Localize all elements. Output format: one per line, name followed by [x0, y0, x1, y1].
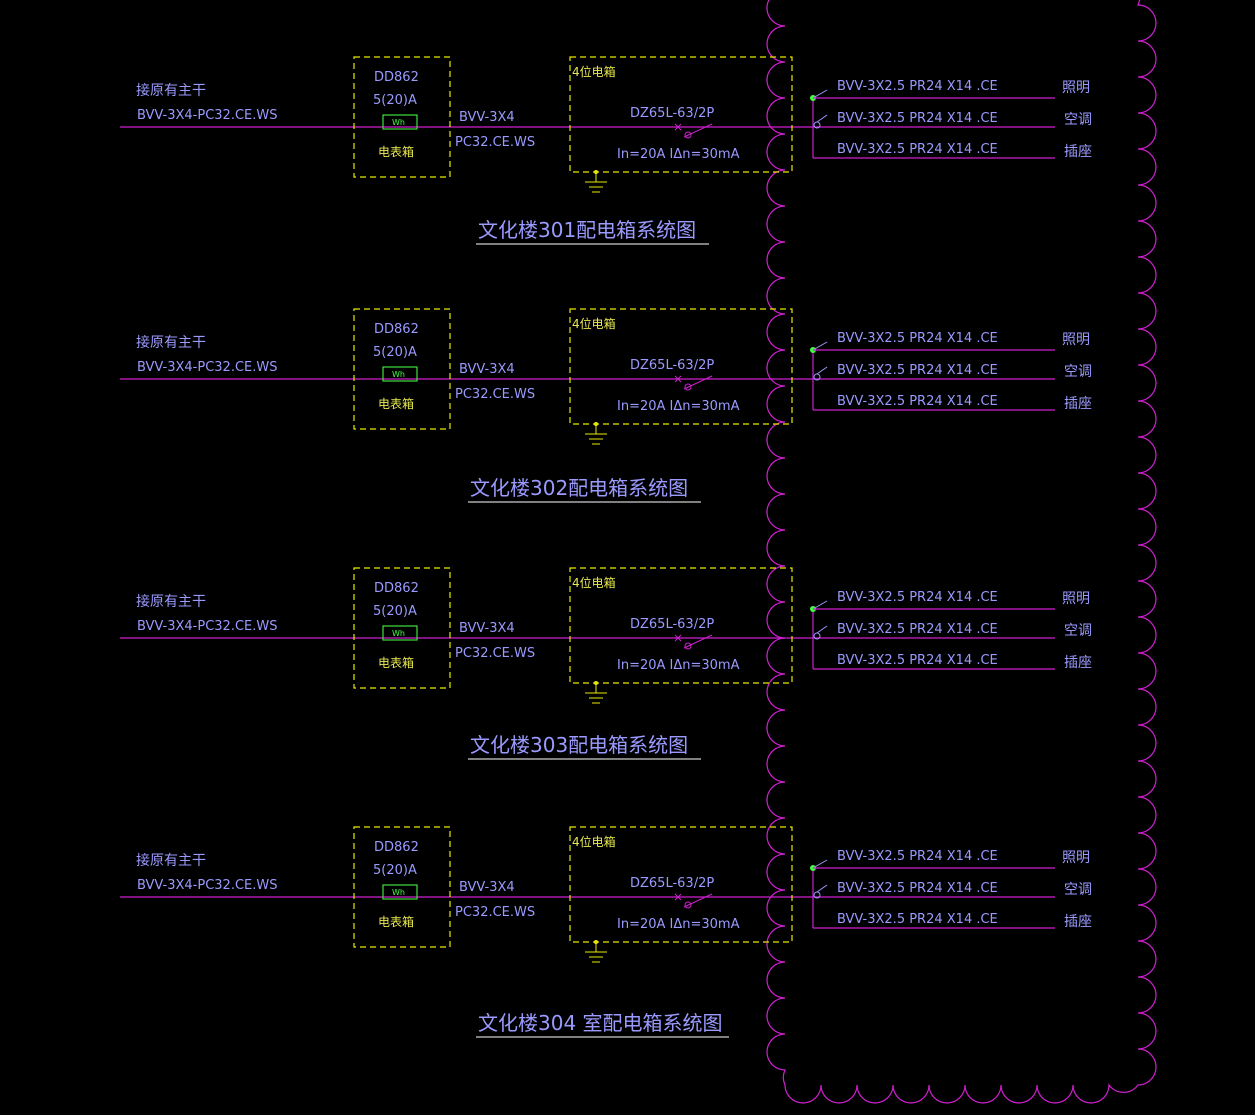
incoming-label: 接原有主干 — [136, 82, 206, 99]
distribution-box-label: 4位电箱 — [572, 64, 616, 79]
circuit-1-cable: BVV-3X2.5 PR24 X14 .CE — [837, 79, 998, 94]
circuit-1-use: 照明 — [1062, 591, 1090, 607]
meter-box-label: 电表箱 — [378, 144, 414, 159]
circuit-2-cable: BVV-3X2.5 PR24 X14 .CE — [837, 363, 998, 378]
panel-diagram-301: 接原有主干 BVV-3X4-PC32.CE.WS DD862 5(20)A Wh… — [120, 56, 1092, 245]
distribution-box-label: 4位电箱 — [572, 834, 616, 849]
breaker-rating: In=20A IΔn=30mA — [617, 658, 740, 673]
meter-model: DD862 — [374, 581, 419, 596]
incoming-label: 接原有主干 — [136, 852, 206, 869]
meter-model: DD862 — [374, 70, 419, 85]
circuit-3-cable: BVV-3X2.5 PR24 X14 .CE — [837, 912, 998, 927]
panel-diagram-303: 接原有主干 BVV-3X4-PC32.CE.WS DD862 5(20)A Wh… — [120, 567, 1092, 760]
feeder-cable-label-2: PC32.CE.WS — [455, 646, 535, 661]
circuit-1-use: 照明 — [1062, 332, 1090, 348]
circuit-1-cable: BVV-3X2.5 PR24 X14 .CE — [837, 849, 998, 864]
circuit-2-use: 空调 — [1064, 623, 1092, 639]
incoming-label: 接原有主干 — [136, 593, 206, 610]
feeder-cable-label-1: BVV-3X4 — [459, 621, 515, 636]
circuit-3-use: 插座 — [1064, 396, 1092, 412]
meter-symbol — [382, 625, 418, 641]
meter-symbol — [382, 114, 418, 130]
ground-symbol — [585, 681, 607, 704]
distribution-box-outline — [569, 308, 793, 425]
circuit-3-cable: BVV-3X2.5 PR24 X14 .CE — [837, 142, 998, 157]
meter-box-outline — [353, 567, 451, 689]
incoming-cable-label: BVV-3X4-PC32.CE.WS — [137, 878, 278, 893]
circuit-3-use: 插座 — [1064, 914, 1092, 930]
revision-cloud — [766, 0, 1157, 1104]
circuit-1-cable: BVV-3X2.5 PR24 X14 .CE — [837, 590, 998, 605]
incoming-label: 接原有主干 — [136, 334, 206, 351]
meter-box-outline — [353, 308, 451, 430]
diagram-title: 文化楼304 室配电箱系统图 — [478, 1011, 723, 1035]
feeder-cable-label-2: PC32.CE.WS — [455, 135, 535, 150]
circuit-2-use: 空调 — [1064, 112, 1092, 128]
incoming-cable-label: BVV-3X4-PC32.CE.WS — [137, 360, 278, 375]
distribution-box-label: 4位电箱 — [572, 575, 616, 590]
circuit-1-cable: BVV-3X2.5 PR24 X14 .CE — [837, 331, 998, 346]
meter-box-outline — [353, 826, 451, 948]
rcd-breaker-symbol — [674, 123, 713, 139]
breaker-rating: In=20A IΔn=30mA — [617, 917, 740, 932]
distribution-box-label: 4位电箱 — [572, 316, 616, 331]
breaker-rating: In=20A IΔn=30mA — [617, 399, 740, 414]
distribution-box-outline — [569, 567, 793, 684]
breaker-model: DZ65L-63/2P — [630, 358, 714, 373]
meter-box-label: 电表箱 — [378, 396, 414, 411]
meter-box-label: 电表箱 — [378, 655, 414, 670]
circuit-2-cable: BVV-3X2.5 PR24 X14 .CE — [837, 111, 998, 126]
circuit-2-use: 空调 — [1064, 364, 1092, 380]
meter-rating: 5(20)A — [373, 863, 417, 878]
meter-model: DD862 — [374, 840, 419, 855]
rcd-breaker-symbol — [674, 375, 713, 391]
feeder-cable-label-1: BVV-3X4 — [459, 880, 515, 895]
meter-symbol — [382, 884, 418, 900]
meter-box-label: 电表箱 — [378, 914, 414, 929]
meter-symbol-label: Wh — [392, 370, 405, 379]
feeder-cable-label-2: PC32.CE.WS — [455, 905, 535, 920]
meter-symbol — [382, 366, 418, 382]
breaker-rating: In=20A IΔn=30mA — [617, 147, 740, 162]
meter-rating: 5(20)A — [373, 93, 417, 108]
rcd-breaker-symbol — [674, 634, 713, 650]
circuit-3-cable: BVV-3X2.5 PR24 X14 .CE — [837, 394, 998, 409]
incoming-cable-label: BVV-3X4-PC32.CE.WS — [137, 619, 278, 634]
panel-diagram-304: 接原有主干 BVV-3X4-PC32.CE.WS DD862 5(20)A Wh… — [120, 826, 1092, 1038]
circuit-3-use: 插座 — [1064, 655, 1092, 671]
circuit-3-use: 插座 — [1064, 144, 1092, 160]
meter-rating: 5(20)A — [373, 604, 417, 619]
meter-symbol-label: Wh — [392, 118, 405, 127]
distribution-box-outline — [569, 56, 793, 173]
ground-symbol — [585, 170, 607, 193]
ground-symbol — [585, 940, 607, 963]
diagram-title: 文化楼302配电箱系统图 — [470, 476, 688, 500]
breaker-model: DZ65L-63/2P — [630, 617, 714, 632]
circuit-1-use: 照明 — [1062, 80, 1090, 96]
circuit-2-use: 空调 — [1064, 882, 1092, 898]
meter-symbol-label: Wh — [392, 888, 405, 897]
panel-diagram-302: 接原有主干 BVV-3X4-PC32.CE.WS DD862 5(20)A Wh… — [120, 308, 1092, 503]
feeder-cable-label-1: BVV-3X4 — [459, 362, 515, 377]
meter-symbol-label: Wh — [392, 629, 405, 638]
circuit-3-cable: BVV-3X2.5 PR24 X14 .CE — [837, 653, 998, 668]
diagram-title: 文化楼301配电箱系统图 — [478, 218, 696, 242]
rcd-breaker-symbol — [674, 893, 713, 909]
incoming-cable-label: BVV-3X4-PC32.CE.WS — [137, 108, 278, 123]
meter-box-outline — [353, 56, 451, 178]
circuit-2-cable: BVV-3X2.5 PR24 X14 .CE — [837, 881, 998, 896]
breaker-model: DZ65L-63/2P — [630, 106, 714, 121]
meter-model: DD862 — [374, 322, 419, 337]
feeder-cable-label-1: BVV-3X4 — [459, 110, 515, 125]
meter-rating: 5(20)A — [373, 345, 417, 360]
diagram-title: 文化楼303配电箱系统图 — [470, 733, 688, 757]
feeder-cable-label-2: PC32.CE.WS — [455, 387, 535, 402]
breaker-model: DZ65L-63/2P — [630, 876, 714, 891]
distribution-box-outline — [569, 826, 793, 943]
ground-symbol — [585, 422, 607, 445]
circuit-2-cable: BVV-3X2.5 PR24 X14 .CE — [837, 622, 998, 637]
circuit-1-use: 照明 — [1062, 850, 1090, 866]
